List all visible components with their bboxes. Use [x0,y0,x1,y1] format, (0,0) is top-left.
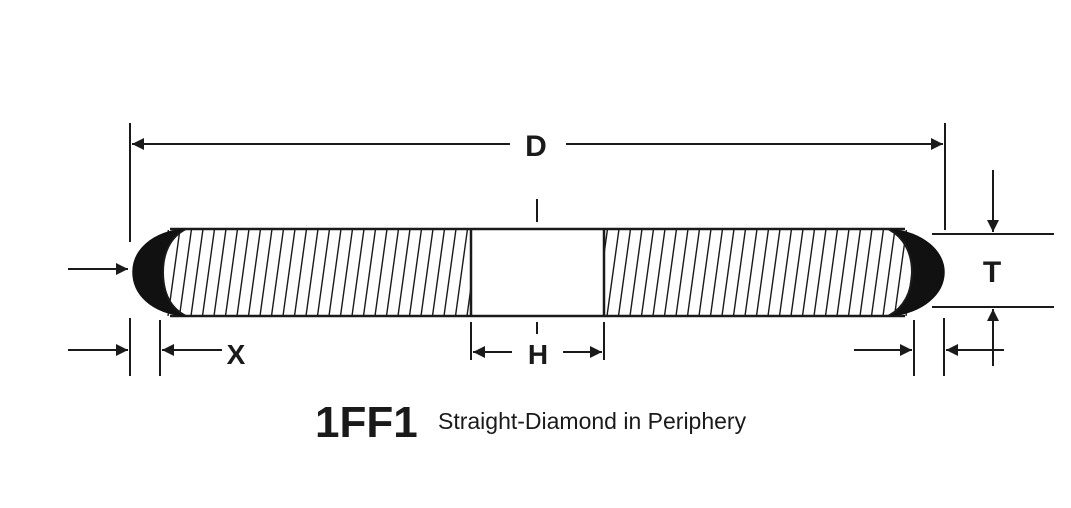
hatch-line [420,230,434,316]
hatch-line [604,230,609,260]
hatch-line [224,230,239,316]
hatch-line [397,230,411,316]
hatch-line [698,230,712,316]
hatch-line [339,230,354,316]
hatch-line [305,230,319,316]
hatch-line [675,230,689,316]
hatch-line [790,230,804,316]
hatch-line [178,230,193,316]
hatch-line [686,230,701,316]
hatch-line [293,230,308,316]
core-hatching-left [165,229,502,316]
hatch-line [813,230,827,316]
label-x: X [227,339,246,370]
hatch-line [351,230,365,316]
hatch-line [870,230,885,316]
dimension-t: T [932,170,1054,366]
hatch-line [374,230,388,316]
hatch-line [490,229,502,316]
hatch-line [213,230,227,316]
hatch-line [709,230,724,316]
hatch-line [882,230,896,316]
hatch-line [629,230,643,316]
hatch-line [454,230,469,316]
hatch-line [732,230,747,316]
hatch-line [617,230,632,316]
hatch-line [663,230,678,316]
label-t: T [983,256,1001,289]
hatch-line [190,230,204,316]
hatch-line [362,230,377,316]
hatch-line [721,230,735,316]
hatch-line [236,230,250,316]
hatch-line [466,281,471,316]
dimension-x: X [68,318,246,376]
hatch-line [385,230,400,316]
hatch-line [836,230,850,316]
dimension-d: D [129,123,946,242]
hatch-line [584,229,596,316]
hatch-line [201,230,216,316]
hatch-line [767,230,781,316]
hatch-line [408,230,423,316]
hatch-line [316,230,331,316]
hatch-line [270,230,285,316]
hatch-line [247,230,262,316]
hatch-line [443,230,457,316]
wheel-shape-code: 1FF1 [315,398,418,447]
hatch-line [744,230,758,316]
hatch-line [431,230,446,316]
hatch-line [778,230,793,316]
hatch-line [479,229,491,316]
dimension-h: H [470,322,605,370]
label-h: H [528,339,548,370]
hatch-line [282,230,296,316]
hatch-line [755,230,770,316]
hatch-line [652,230,666,316]
hatch-line [847,230,862,316]
wheel-shape-description: Straight-Diamond in Periphery [438,408,747,434]
core-hatching-right [584,229,912,316]
hatch-line [824,230,839,316]
hatch-line [640,230,655,316]
dimension-x-right [854,318,1004,376]
label-d: D [525,130,547,163]
hatch-line [859,230,873,316]
hatch-line [259,230,273,316]
hatch-line [801,230,816,316]
hatch-line [328,230,342,316]
wheel-body [165,227,912,318]
hatch-line [606,230,620,316]
